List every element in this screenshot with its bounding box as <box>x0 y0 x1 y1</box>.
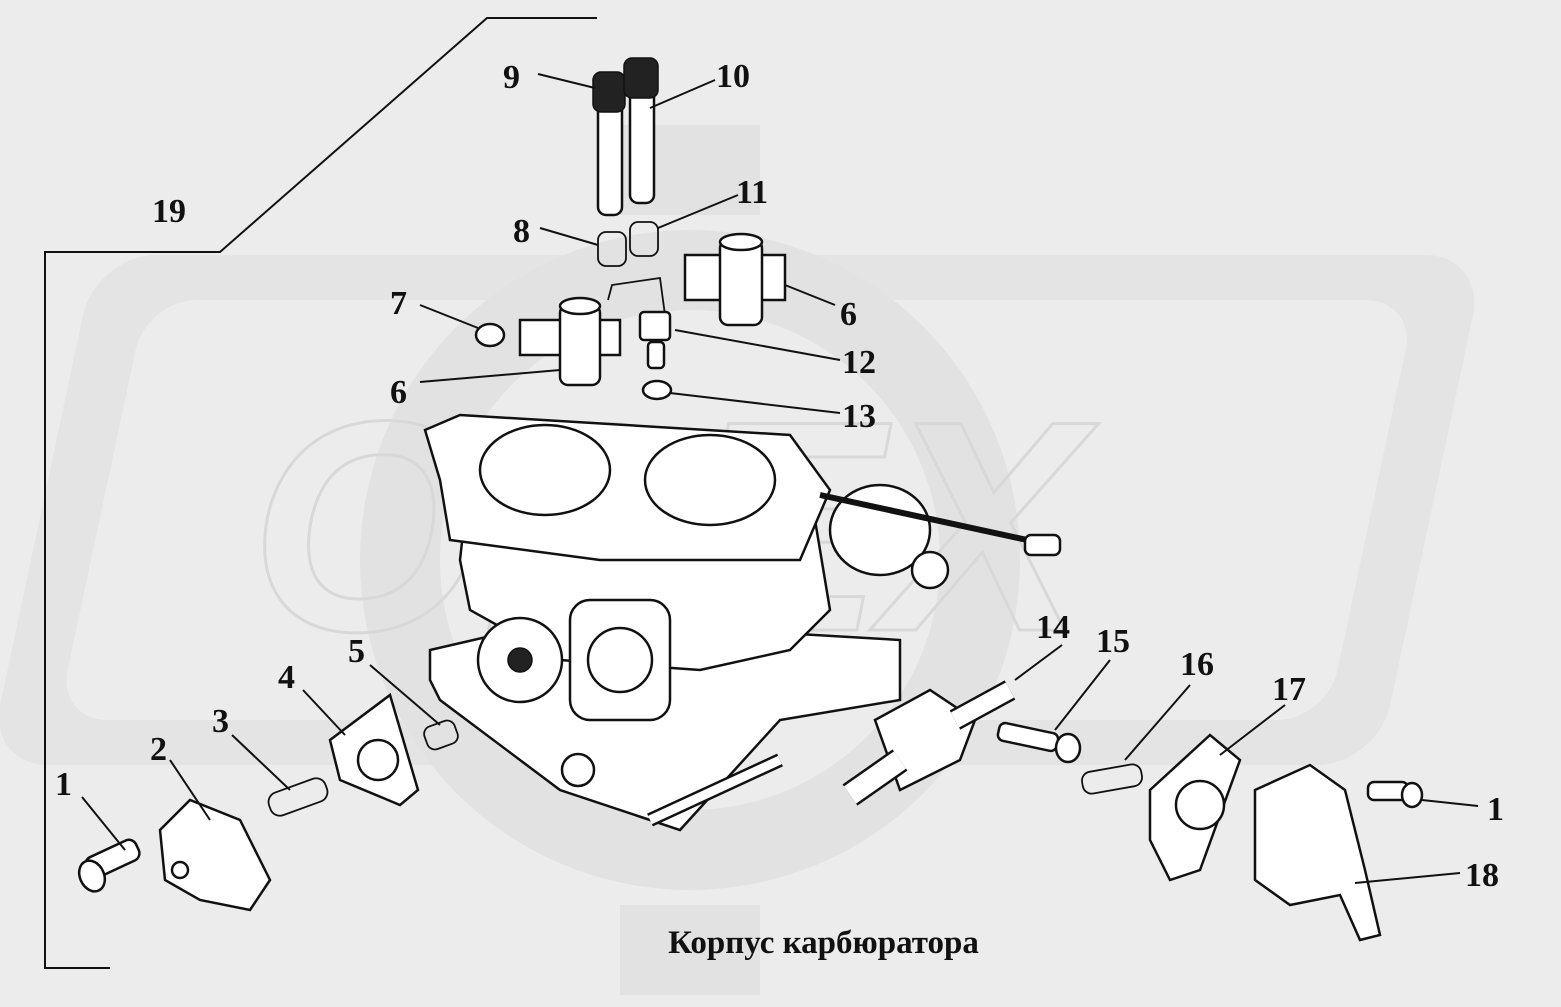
leader-12 <box>674 329 841 361</box>
callout-6-right: 6 <box>840 296 857 333</box>
callout-8: 8 <box>513 213 530 250</box>
caption-text: Корпус карбюратора <box>668 925 979 961</box>
part-12-fitting <box>638 310 672 342</box>
leader-1a <box>81 796 126 851</box>
part-4-center <box>356 738 400 782</box>
callout-5: 5 <box>348 633 365 670</box>
leader-6b <box>784 284 836 306</box>
leader-9 <box>537 73 596 89</box>
callout-15: 15 <box>1096 623 1130 660</box>
leader-3 <box>231 734 291 791</box>
callout-4: 4 <box>278 659 295 696</box>
part-7-nut <box>474 322 506 348</box>
diaphragm-housing <box>828 483 932 577</box>
secondary-bore <box>643 433 777 527</box>
primary-bore <box>478 423 612 517</box>
leader-8 <box>539 227 599 246</box>
callout-13: 13 <box>842 398 876 435</box>
carburetor-body <box>423 413 1062 832</box>
part-17-center <box>1174 779 1226 831</box>
leader-4 <box>302 689 346 736</box>
rod-end <box>1023 533 1062 557</box>
callout-16: 16 <box>1180 646 1214 683</box>
leader-16 <box>1124 684 1191 761</box>
callout-2: 2 <box>150 731 167 768</box>
leader-lines <box>81 73 1479 884</box>
part-13-washer <box>641 379 673 401</box>
part-11-spring <box>629 221 659 257</box>
part-6-valve-right <box>683 232 787 327</box>
leader-15 <box>1054 659 1111 731</box>
part-5-spring <box>423 719 459 751</box>
part-9-jet <box>592 71 626 217</box>
callout-10: 10 <box>716 58 750 95</box>
part-3-spring <box>267 777 329 817</box>
leader-1b <box>1421 799 1479 807</box>
leader-2 <box>169 759 211 821</box>
part-1-screw-right <box>1366 780 1424 809</box>
callout-labels: 1 1 2 3 4 5 6 6 7 8 9 10 11 12 13 14 15 … <box>55 58 1504 894</box>
part-6-valve-left <box>518 296 622 387</box>
leader-11 <box>657 194 739 229</box>
leader-13 <box>669 392 841 414</box>
part-2-hole <box>170 860 190 880</box>
kit-bracket-19 <box>44 17 597 969</box>
callout-1-right: 1 <box>1487 791 1504 828</box>
callout-3: 3 <box>212 703 229 740</box>
callout-9: 9 <box>503 59 520 96</box>
part-10-jet <box>623 57 659 205</box>
part-12-tube <box>607 276 666 316</box>
body-nozzle <box>560 752 596 788</box>
part-15-screw <box>996 721 1082 764</box>
throttle-rod <box>819 492 1051 548</box>
part-18-cover <box>1253 763 1382 942</box>
part-1-screw-left <box>77 838 141 893</box>
part-12-nozzle <box>646 340 666 370</box>
leader-6a <box>419 369 561 383</box>
leader-5 <box>369 664 441 726</box>
part-8-spring <box>597 231 627 267</box>
leader-14 <box>1014 644 1063 681</box>
pump-center <box>507 647 533 673</box>
callout-11: 11 <box>736 174 768 211</box>
callout-17: 17 <box>1272 671 1306 708</box>
callout-7: 7 <box>390 285 407 322</box>
throttle-port-bore <box>586 626 654 694</box>
lever-pivot <box>910 550 950 590</box>
part-2-pump-cover <box>158 798 272 912</box>
part-16-spring <box>1081 763 1143 795</box>
leader-17 <box>1219 704 1286 756</box>
leader-18 <box>1354 872 1461 884</box>
leader-7 <box>419 304 479 329</box>
leader-10 <box>649 79 716 109</box>
callout-6-left: 6 <box>390 374 407 411</box>
callout-1-left: 1 <box>55 766 72 803</box>
callout-14: 14 <box>1036 609 1070 646</box>
diagram-caption: Корпус карбюратора <box>0 925 1561 962</box>
callout-19: 19 <box>152 193 186 230</box>
callout-18: 18 <box>1465 857 1499 894</box>
part-14-housing <box>842 680 1016 806</box>
vent-tube-inner <box>648 755 782 825</box>
callout-12: 12 <box>842 344 876 381</box>
